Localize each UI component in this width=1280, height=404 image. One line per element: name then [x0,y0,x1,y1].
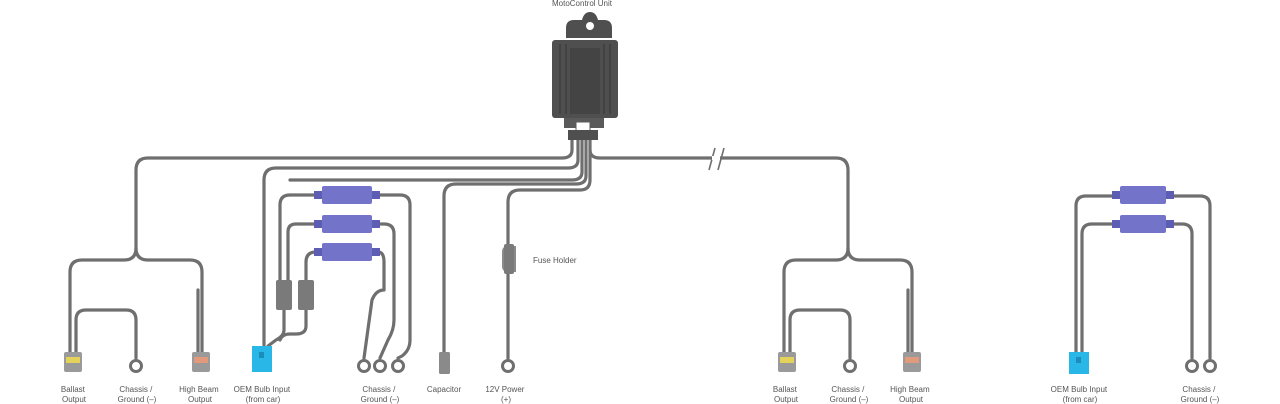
ballast-output-label: Ballast Output [773,385,799,404]
high-beam-output-connector [903,352,921,372]
high-beam-output-connector [192,352,210,372]
ballast-output-connector [778,352,796,372]
load-resistor [314,215,380,233]
load-resistor [314,243,380,261]
wire-harness [68,138,1212,360]
chassis-ground-label: Chassis / Ground (–) [361,385,400,404]
wire-break-mark [708,147,725,171]
oem-bulb-input [1069,352,1089,374]
load-resistor [1112,186,1174,204]
motocontrol-unit [552,12,618,140]
fuse-holder [502,244,516,274]
capacitor-label: Capacitor [427,385,462,394]
chassis-ground-label: Chassis / Ground (–) [1181,385,1220,404]
control-unit-title: MotoControl Unit [552,0,613,8]
oem-bulb-input-label: OEM Bulb Input (from car) [1051,385,1110,404]
inline-connector [276,280,314,310]
chassis-ground-label: Chassis / Ground (–) [118,385,157,404]
load-resistor [314,186,380,204]
ring-terminal [129,359,1217,373]
high-beam-output-label: High Beam Output [890,385,932,404]
ballast-output-label: Ballast Output [61,385,87,404]
load-resistor [1112,215,1174,233]
capacitor [439,352,450,374]
ballast-output-connector [64,352,82,372]
high-beam-output-label: High Beam Output [179,385,221,404]
power-label: 12V Power (+) [485,385,526,404]
fuse-holder-label: Fuse Holder [533,256,577,265]
chassis-ground-label: Chassis / Ground (–) [830,385,869,404]
oem-bulb-input [252,346,272,372]
oem-bulb-input-label: OEM Bulb Input (from car) [234,385,293,404]
